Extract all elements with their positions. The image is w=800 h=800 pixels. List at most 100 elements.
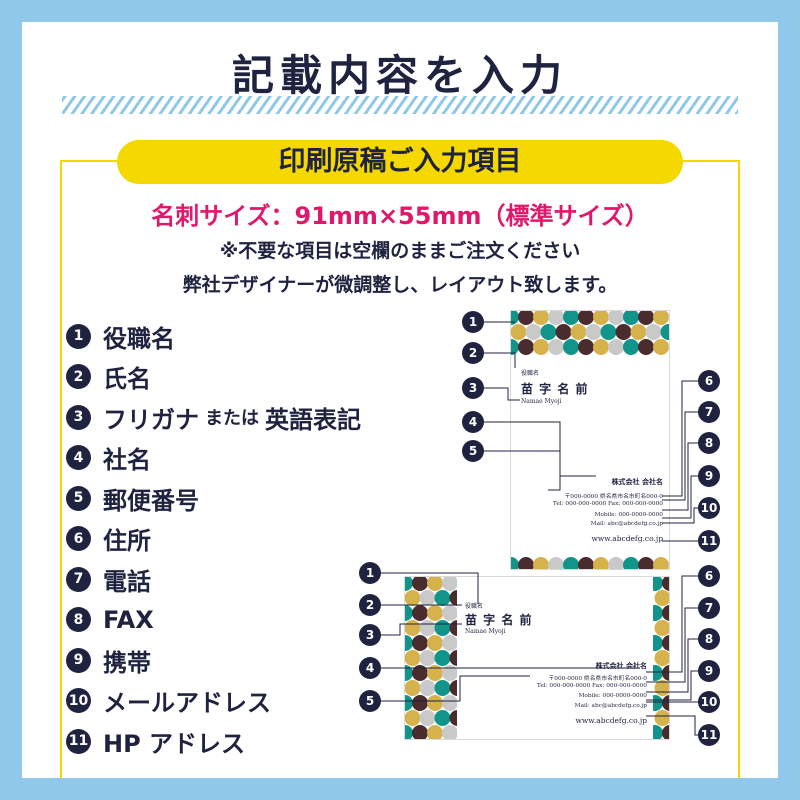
card-name: 苗 字 名 前 (521, 382, 589, 396)
item-label-alt: 英語表記 (265, 405, 361, 434)
item-connector: または (205, 408, 259, 430)
pattern-dot (442, 577, 457, 591)
dot-pattern-bottom (511, 557, 669, 569)
pattern-dot (419, 590, 436, 606)
pattern-dot (623, 557, 639, 569)
pattern-dot (662, 695, 669, 711)
pattern-dot (412, 577, 428, 591)
card-company: 株式会社 会社名 (595, 661, 647, 670)
pattern-dot (419, 710, 436, 726)
callout-badge: 9 (698, 465, 720, 487)
pattern-dot (578, 557, 594, 569)
callout-badge: 10 (698, 497, 720, 519)
dot-pattern-top (511, 311, 669, 355)
pattern-dot (654, 650, 669, 666)
item-label: 郵便番号 (103, 486, 199, 515)
callout-badge: 11 (698, 530, 720, 552)
note-empty-fields: ※不要な項目は空欄のままご注文ください (219, 240, 581, 262)
pattern-dot (427, 725, 443, 739)
number-badge: 11 (66, 728, 91, 754)
vertical-card-sample: 役職名 苗 字 名 前 Namae Myoji 株式会社 会社名 〒000-00… (510, 310, 670, 570)
number-badge: 10 (66, 688, 91, 714)
pattern-dot (449, 710, 457, 726)
pattern-dot (578, 339, 594, 355)
pattern-dot (662, 577, 669, 591)
pattern-dot (563, 339, 579, 355)
pattern-dot (653, 557, 669, 569)
leader-line (662, 411, 709, 501)
pattern-dot (449, 590, 457, 606)
pattern-dot (405, 695, 413, 711)
card-position: 役職名 (465, 603, 484, 610)
pattern-dot (442, 605, 457, 621)
pattern-dot (419, 680, 436, 696)
pattern-dot (412, 725, 428, 739)
item-label: 役職名 (103, 324, 175, 353)
pattern-dot (442, 635, 457, 651)
item-label: 氏名 (103, 365, 151, 394)
pattern-dot (548, 557, 564, 569)
pattern-dot (654, 710, 669, 726)
card-tel-fax: Tel: 000-000-0000 Fax: 000-000-0000 (536, 683, 647, 689)
card-address: 〒000-0000 県名県市名市町名000-0 (548, 676, 647, 682)
list-item: 10 メールアドレス (66, 681, 361, 722)
pattern-dot (405, 635, 413, 651)
callout-badge: 6 (698, 565, 720, 587)
item-label: FAX (103, 605, 154, 634)
pattern-dot (511, 324, 527, 340)
leader-line (646, 607, 709, 683)
pattern-dot (662, 665, 669, 681)
leader-line (381, 623, 462, 636)
card-name: 苗 字 名 前 (465, 613, 533, 627)
item-label: 住所 (103, 527, 151, 556)
pattern-dot (518, 557, 534, 569)
pattern-dot (668, 343, 669, 351)
leader-line (484, 450, 561, 491)
callout-badge: 1 (359, 562, 381, 584)
pattern-dot (427, 635, 443, 651)
card-mobile: Mobile: 000-0000-0000 (594, 512, 663, 518)
pattern-dot (668, 561, 669, 569)
pattern-dot (412, 665, 428, 681)
card-url: www.abcdefg.co.jp (591, 534, 663, 543)
callout-badge: 7 (698, 597, 720, 619)
pattern-dot (563, 557, 579, 569)
item-label: メールアドレス (103, 689, 271, 718)
pattern-dot (449, 680, 457, 696)
leader-line (662, 380, 709, 497)
note-layout: 弊社デザイナーが微調整し、レイアウト致します。 (182, 274, 618, 296)
list-item: 6 住所 (66, 519, 361, 560)
pattern-dot (405, 665, 413, 681)
number-badge: 4 (66, 445, 91, 471)
leader-line (646, 575, 709, 673)
leader-line (484, 352, 516, 368)
pattern-dot (608, 339, 624, 355)
number-badge: 6 (66, 526, 91, 552)
pattern-dot (662, 725, 669, 739)
number-badge: 3 (66, 404, 91, 430)
pattern-dot (427, 605, 443, 621)
leader-line (484, 421, 596, 477)
pattern-dot (653, 577, 663, 591)
pattern-dot (533, 311, 549, 325)
leader-line (381, 675, 530, 702)
callout-badge: 8 (698, 628, 720, 650)
pattern-dot (548, 339, 564, 355)
card-name-en: Namae Myoji (521, 398, 562, 405)
pattern-dot (653, 725, 663, 739)
pattern-dot (511, 311, 519, 325)
pattern-dot (518, 339, 534, 355)
leader-line (484, 387, 520, 401)
pattern-dot (449, 650, 457, 666)
title-underline-stripes (62, 96, 738, 114)
pattern-dot (593, 557, 609, 569)
pattern-dot (623, 311, 639, 325)
